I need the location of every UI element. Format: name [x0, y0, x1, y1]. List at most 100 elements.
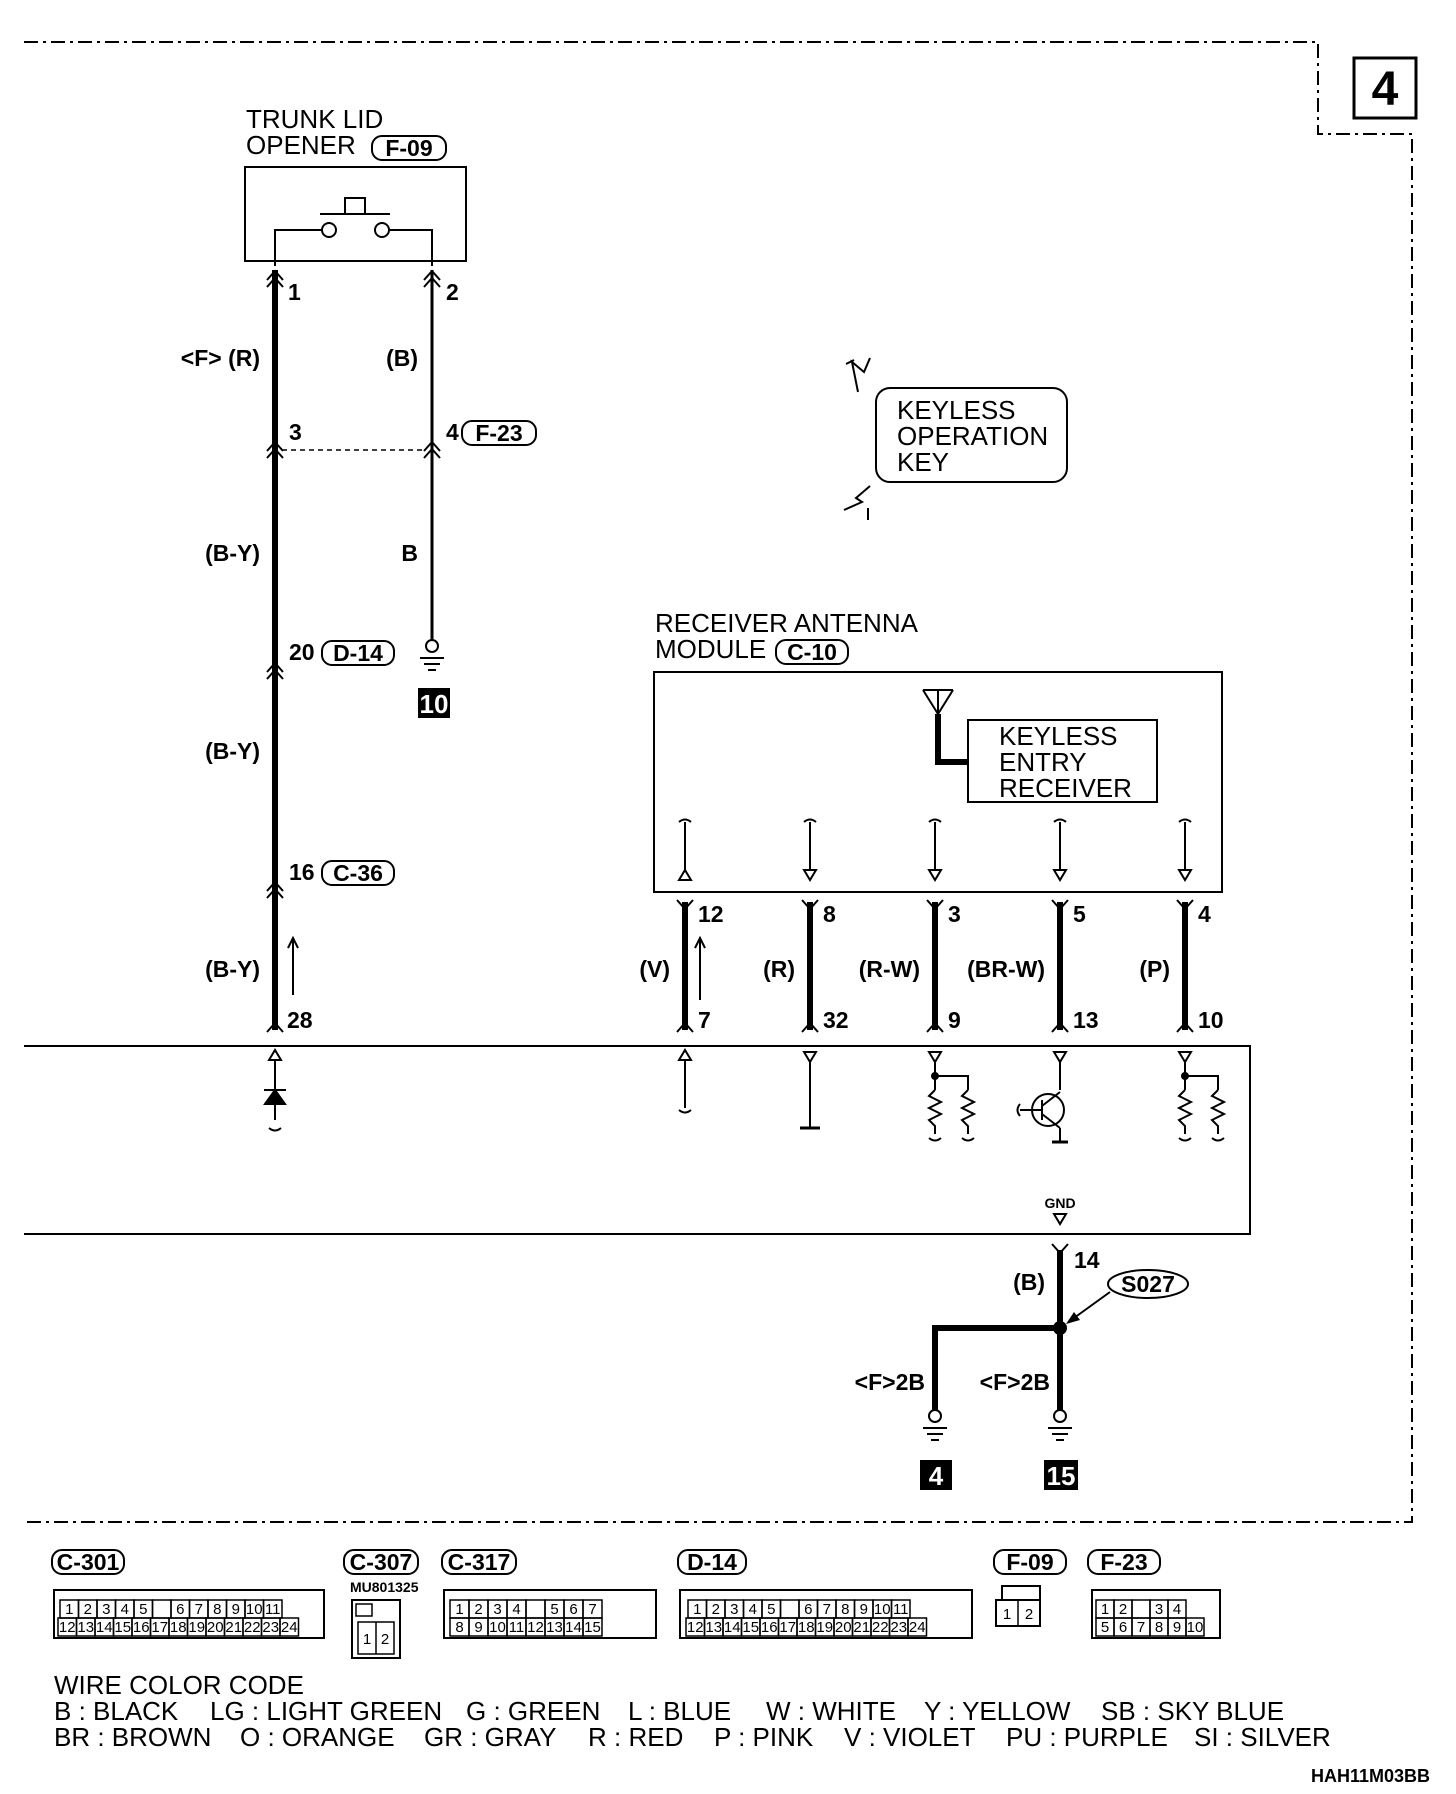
c317-title: C-317 [448, 1549, 511, 1575]
ground-10-label: 10 [420, 689, 449, 719]
ground-4-label: 4 [929, 1461, 944, 1491]
d14-pin-label: 13 [705, 1619, 722, 1636]
d14-pin-label: 9 [860, 1601, 868, 1618]
ground-label-right: <F>2B [980, 1369, 1050, 1395]
c317-pin-label: 11 [509, 1619, 525, 1636]
d14-pin-label: 23 [890, 1619, 907, 1636]
f23-pin-cell [1131, 1599, 1151, 1619]
d14-pin-label: 12 [687, 1619, 704, 1636]
radio-signal-icon-top [845, 357, 871, 393]
c317-pin-cell [525, 1599, 546, 1619]
trunk-lid-opener-box [244, 166, 467, 262]
c307-part-number: MU801325 [350, 1579, 419, 1595]
rx-wire-color-2: (R) [763, 956, 795, 982]
d14-pin-label: 10 [874, 1601, 891, 1618]
f09-connector-label: F-09 [385, 135, 432, 161]
d14-pin-label: 18 [798, 1619, 815, 1636]
receiver-wires [682, 902, 1188, 1030]
pin-1: 1 [288, 279, 301, 305]
wire-label-by-1: (B-Y) [205, 540, 260, 566]
c301-pin-label: 19 [188, 1619, 205, 1636]
d14-pin-label: 4 [749, 1601, 757, 1618]
c317-pin-label: 12 [527, 1619, 544, 1636]
c307-title-pill [343, 1549, 419, 1575]
f23-pin-label: 8 [1155, 1619, 1163, 1636]
c301-pin-label: 21 [225, 1619, 242, 1636]
ground-15-box [1044, 1460, 1078, 1490]
c301-pin-label: 17 [151, 1619, 168, 1636]
d14-connector-pill [321, 640, 395, 666]
rx-pin-top-1: 12 [698, 901, 724, 927]
c36-connector-pill [321, 860, 395, 886]
receiver-wire-chevrons [676, 899, 1194, 1033]
c301-pin-cell [151, 1599, 172, 1619]
c10-connector-label: C-10 [787, 639, 837, 665]
c301-pin-label: 6 [176, 1601, 184, 1618]
d14-pin-label: 8 [841, 1601, 849, 1618]
svg-text:W : WHITE: W : WHITE [766, 1696, 896, 1726]
connector-chevrons-left [266, 269, 284, 1033]
c317-pin-label: 1 [455, 1601, 463, 1618]
f23-connector-label: F-23 [475, 420, 522, 446]
rx-pin-bottom-2: 32 [823, 1007, 849, 1033]
wire-label-by-3: (B-Y) [205, 956, 260, 982]
ground-10-box [418, 688, 450, 718]
keyless-entry-line2: ENTRY [999, 747, 1087, 777]
c301-pin-label: 14 [96, 1619, 113, 1636]
trunk-lid-title-2: OPENER [246, 130, 356, 160]
c301-pin-label: 18 [170, 1619, 187, 1636]
keyless-entry-line3: RECEIVER [999, 773, 1132, 803]
signal-arrow-up-left [287, 935, 299, 995]
f23-pin-label: 6 [1119, 1619, 1127, 1636]
c301-pin-label: 11 [265, 1601, 281, 1618]
d14-pin-label: 16 [761, 1619, 778, 1636]
keyless-key-line3: KEY [897, 447, 949, 477]
c307-connector: 1 2 [351, 1599, 401, 1659]
d14-pin-cell [779, 1599, 800, 1619]
c317-pin-label: 9 [474, 1619, 482, 1636]
wire-label-f-r: <F> (R) [181, 345, 260, 371]
c301-pin-label: 3 [102, 1601, 110, 1618]
c317-pin-label: 5 [550, 1601, 558, 1618]
c301-pin-label: 20 [207, 1619, 224, 1636]
pin-3: 3 [289, 419, 302, 445]
receiver-title-2: MODULE [655, 634, 766, 664]
c317-pin-label: 15 [584, 1619, 601, 1636]
svg-text:2: 2 [1025, 1606, 1033, 1623]
d14-pin-label: 22 [872, 1619, 889, 1636]
svg-text:P : PINK: P : PINK [714, 1722, 814, 1752]
pin-14: 14 [1074, 1247, 1100, 1273]
c317-title-pill [441, 1549, 517, 1575]
c301-pin-label: 10 [246, 1601, 263, 1618]
f23-pin-label: 7 [1137, 1619, 1145, 1636]
f23-pin-label: 1 [1101, 1601, 1109, 1618]
c301-title: C-301 [57, 1549, 120, 1575]
ground-4-box [920, 1460, 952, 1490]
pin-16: 16 [289, 859, 315, 885]
svg-text:BR : BROWN: BR : BROWN [54, 1722, 211, 1752]
radio-signal-icon-bottom [843, 485, 871, 520]
antenna-icon [922, 689, 970, 765]
f23-pin-label: 10 [1187, 1619, 1204, 1636]
c317-pin-label: 4 [512, 1601, 520, 1618]
c301-pin-label: 5 [139, 1601, 147, 1618]
keyless-entry-line1: KEYLESS [999, 721, 1118, 751]
f09-title-pill [993, 1549, 1067, 1575]
c317-pin-label: 3 [493, 1601, 501, 1618]
rx-pin-top-3: 3 [948, 901, 961, 927]
c317-pin-label: 2 [474, 1601, 482, 1618]
d14-connector-label: D-14 [333, 640, 383, 666]
wire-label-b-ground: (B) [1013, 1269, 1045, 1295]
wire-label-b: B [401, 540, 418, 566]
f23-title: F-23 [1100, 1549, 1147, 1575]
svg-text:B : BLACK: B : BLACK [54, 1696, 179, 1726]
c301-pin-label: 22 [244, 1619, 261, 1636]
f23-pin-label: 4 [1173, 1601, 1181, 1618]
f09-title: F-09 [1006, 1549, 1053, 1575]
ground-symbol-4 [923, 1409, 947, 1441]
f23-pin-cell [1185, 1617, 1205, 1637]
d14-pin-label: 11 [893, 1601, 909, 1618]
c301-pin-label: 12 [59, 1619, 76, 1636]
